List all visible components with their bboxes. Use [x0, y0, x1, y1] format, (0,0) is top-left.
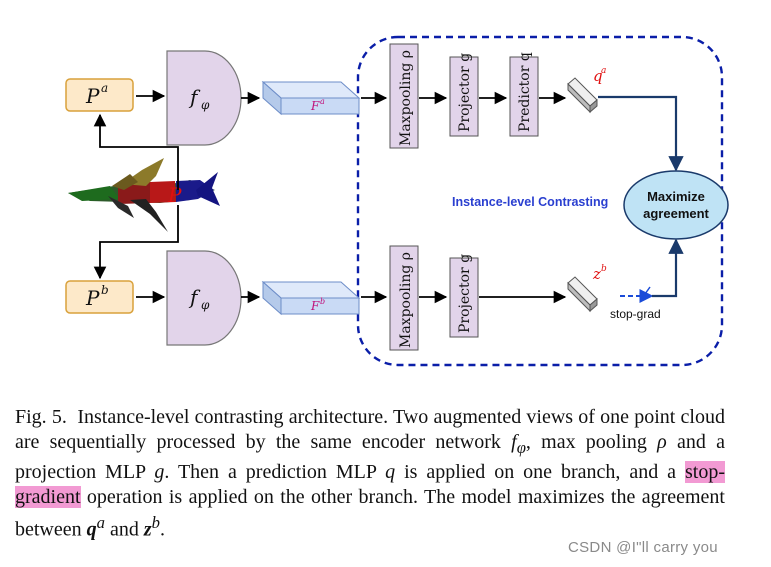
- caption-fig-label: Fig. 5.: [15, 406, 67, 428]
- projector-block-a: Projector g: [449, 53, 479, 137]
- caption-f-sub: φ: [516, 438, 526, 457]
- feature-slab-b: F b: [261, 280, 361, 316]
- caption-text-2: , max pooling: [525, 431, 658, 453]
- maxpool-block-a: Maxpooling ρ: [389, 43, 419, 149]
- caption-text-4: . Then a prediction MLP: [164, 461, 386, 483]
- architecture-diagram: P a f φ F a Maxpooling ρ Projector g Pre…: [65, 35, 729, 367]
- projector-b-label: Projector g: [457, 254, 473, 333]
- caption-f: f: [511, 431, 517, 453]
- encoder-b: f φ: [166, 250, 242, 346]
- caption-text-1: Instance-level contrasting architecture.…: [15, 406, 725, 453]
- input-b-sup: b: [101, 283, 109, 297]
- caption-rho: ρ: [657, 431, 667, 453]
- point-cloud-airplane: [68, 158, 220, 232]
- encoder-a-sub: φ: [201, 98, 210, 112]
- input-a-sup: a: [101, 81, 108, 95]
- feature-slab-a: F a: [261, 80, 361, 116]
- predictor-block-a: Predictor q: [509, 52, 539, 137]
- caption-qa-sup: a: [96, 513, 105, 532]
- z-sup: b: [601, 264, 607, 274]
- caption-qa: q: [86, 518, 97, 541]
- z-label: z: [592, 265, 601, 283]
- figure-caption: Fig. 5. Instance-level contrasting archi…: [15, 405, 725, 543]
- projector-a-label: Projector g: [457, 53, 473, 132]
- maxpool-block-b: Maxpooling ρ: [389, 245, 419, 351]
- maximize-line2: agreement: [643, 206, 709, 221]
- feature-b-sup: b: [320, 297, 325, 306]
- csdn-watermark: CSDN @I"ll carry you: [568, 539, 718, 556]
- output-vector-q: q a: [567, 66, 606, 114]
- feature-b-label: F: [310, 299, 320, 313]
- projector-block-b: Projector g: [449, 254, 479, 338]
- q-sup: a: [601, 66, 606, 76]
- caption-text-6: operation is applied on the other branch…: [15, 486, 725, 541]
- contrasting-label: Instance-level Contrasting: [452, 195, 608, 209]
- maxpool-b-label: Maxpooling ρ: [398, 252, 414, 348]
- input-box-b: P b: [65, 280, 134, 314]
- q-label: q: [593, 67, 603, 85]
- caption-zb: z: [143, 518, 152, 541]
- predictor-a-label: Predictor q: [517, 52, 533, 132]
- caption-g: g: [154, 461, 165, 483]
- feature-a-label: F: [310, 99, 320, 113]
- input-a-label: P: [85, 84, 100, 108]
- maximize-line1: Maximize: [647, 189, 705, 204]
- caption-text-7: and: [104, 518, 144, 541]
- point-cloud-label: P: [167, 183, 182, 207]
- encoder-b-sub: φ: [201, 298, 210, 312]
- caption-text-3: and a projection MLP: [15, 431, 725, 483]
- maxpool-a-label: Maxpooling ρ: [398, 50, 414, 146]
- input-box-a: P a: [65, 78, 134, 112]
- input-b-label: P: [85, 286, 100, 310]
- feature-a-sup: a: [320, 97, 325, 106]
- caption-text-8: .: [159, 518, 165, 541]
- output-vector-z: z b: [567, 264, 607, 313]
- stop-grad-label: stop-grad: [610, 307, 661, 321]
- caption-text-5: is applied on one branch, and a: [395, 461, 685, 483]
- encoder-a: f φ: [166, 50, 242, 146]
- caption-zb-sup: b: [151, 513, 160, 532]
- caption-q: q: [385, 461, 396, 483]
- maximize-agreement-node: Maximize agreement: [623, 170, 729, 240]
